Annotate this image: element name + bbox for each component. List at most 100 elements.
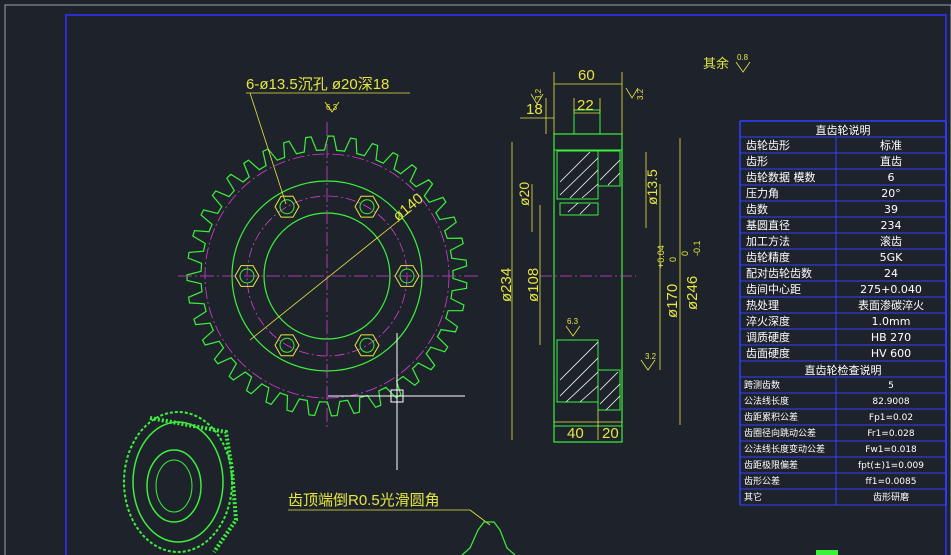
dim-d20: ø20 (516, 182, 532, 206)
svg-text:3.2: 3.2 (636, 88, 645, 100)
svg-text:6.3: 6.3 (326, 103, 338, 112)
table-row-label: 齿距累积公差 (744, 411, 798, 423)
svg-text:ø170: ø170 (664, 284, 681, 318)
dim-d234: ø234 (498, 268, 515, 302)
dim-d170: ø170 +0.04 0 (656, 245, 681, 318)
table-row-label: 齿轮齿形 (746, 138, 790, 152)
svg-text:6.3: 6.3 (567, 317, 579, 326)
table-row-value: 275+0.040 (860, 283, 922, 296)
counterbore-hole-hex (354, 195, 380, 218)
table-row-label: 调质硬度 (746, 330, 790, 344)
dim-bottom-20: 20 (602, 425, 619, 442)
crosshair-cursor (328, 333, 465, 470)
counterbore-hole-hex (234, 265, 260, 287)
table-row-value: ff1=0.0085 (866, 477, 917, 487)
svg-text:-0.1: -0.1 (692, 240, 702, 256)
table-row-label: 压力角 (746, 187, 779, 200)
table-row-label: 齿距极限偏差 (744, 459, 798, 471)
table-row-label: 公法线长度变动公差 (744, 443, 825, 455)
table-row-value: HV 600 (871, 347, 911, 360)
table-row-label: 齿轮数据 模数 (746, 170, 816, 184)
tooth-detail (461, 521, 516, 555)
table-row-label: 配对齿轮齿数 (746, 266, 812, 280)
status-indicator (816, 550, 838, 555)
tip-note-leader-2 (469, 509, 491, 526)
table-row-value: 滚齿 (880, 234, 902, 248)
svg-text:0: 0 (680, 251, 690, 256)
dim-d246: ø246 0 -0.1 (680, 240, 702, 310)
table-row-label: 齿圈径向跳动公差 (744, 427, 816, 439)
counterbore-holes (234, 195, 420, 357)
counterbore-hole-hex (274, 195, 300, 218)
table-row-label: 齿数 (746, 203, 768, 216)
table-row-label: 齿间中心距 (746, 283, 801, 296)
table-row-label: 其它 (744, 491, 762, 503)
table-row-value: 24 (884, 267, 898, 280)
hole-callout-leader (249, 92, 287, 205)
counterbore-hole (399, 268, 415, 284)
dim-d108: ø108 (525, 268, 542, 302)
counterbore-hole-hex (394, 265, 420, 287)
table-title-spec: 直齿轮说明 (816, 123, 871, 137)
table-row-value: HB 270 (871, 331, 911, 344)
table-row-label: 基圆直径 (746, 218, 790, 232)
counterbore-hole-hex (354, 334, 380, 357)
dim-hub-22: 22 (577, 97, 594, 114)
counterbore-hole (359, 337, 375, 353)
table-row-value: Fw1=0.018 (865, 445, 917, 455)
table-row-label: 公法线长度 (744, 395, 789, 407)
table-row-value: 20° (881, 187, 901, 200)
table-row-value: 82.9008 (872, 397, 909, 407)
table-row-label: 齿轮精度 (746, 250, 790, 264)
table-row-value: 39 (884, 203, 898, 216)
table-row-value: 5GK (880, 251, 904, 264)
roughness-symbol-hub: 6.3 (565, 317, 581, 337)
svg-text:0.8: 0.8 (737, 53, 749, 62)
outer-frame (4, 4, 951, 555)
table-row-label: 淬火深度 (746, 314, 790, 328)
table-row-label: 齿形 (746, 155, 768, 168)
gear-3d-preview-icon (123, 411, 239, 554)
table-title-inspection: 直齿轮检查说明 (805, 363, 882, 377)
table-row-value: 直齿 (880, 154, 902, 168)
svg-text:+0.04: +0.04 (656, 245, 666, 268)
table-row-label: 加工方法 (746, 234, 790, 248)
counterbore-hole (279, 337, 295, 353)
section-hub (573, 109, 601, 135)
table-row-label: 跨测齿数 (744, 379, 780, 391)
hole-callout: 6-ø13.5沉孔 ø20深18 (246, 76, 389, 93)
rest-roughness-symbol: 0.8 (735, 53, 751, 73)
svg-text:3.2: 3.2 (645, 352, 657, 361)
side-view-dimensions (511, 72, 681, 440)
table-row-label: 齿面硬度 (746, 346, 790, 360)
pcd-dimension-label: ø140 (390, 190, 427, 225)
dim-d13-5: ø13.5 (644, 169, 660, 205)
table-row-value: Fr1=0.028 (867, 429, 915, 439)
front-view-gear[interactable]: ø140 (178, 122, 478, 430)
side-section-view[interactable] (540, 109, 636, 443)
roughness-symbol-side-left: 3.2 (530, 88, 544, 105)
rest-roughness-label: 其余 (703, 56, 729, 71)
table-row-value: 齿形研磨 (873, 491, 909, 503)
roughness-symbol-side-lower: 3.2 (640, 352, 657, 371)
table-row-value: 234 (881, 219, 902, 232)
table-row-value: 1.0mm (872, 315, 911, 328)
svg-text:3.2: 3.2 (534, 88, 543, 100)
pcd-dimension-line (249, 209, 413, 341)
tip-fillet-note: 齿顶端倒R0.5光滑圆角 (288, 492, 440, 509)
dim-bottom-40: 40 (567, 425, 584, 442)
table-row-value: 5 (888, 381, 894, 391)
table-row-label: 热处理 (746, 299, 779, 312)
roughness-symbol-front: 6.3 (324, 101, 340, 113)
dim-width-60: 60 (578, 67, 595, 84)
counterbore-hole (279, 199, 295, 215)
table-row-value: 标准 (880, 138, 902, 152)
section-hatch-top (556, 150, 621, 216)
counterbore-hole (359, 199, 375, 215)
table-row-value: Fp1=0.02 (869, 413, 913, 423)
roughness-symbol-side-right: 3.2 (625, 87, 645, 100)
counterbore-hole-hex (274, 334, 300, 357)
svg-text:ø246: ø246 (684, 276, 701, 310)
